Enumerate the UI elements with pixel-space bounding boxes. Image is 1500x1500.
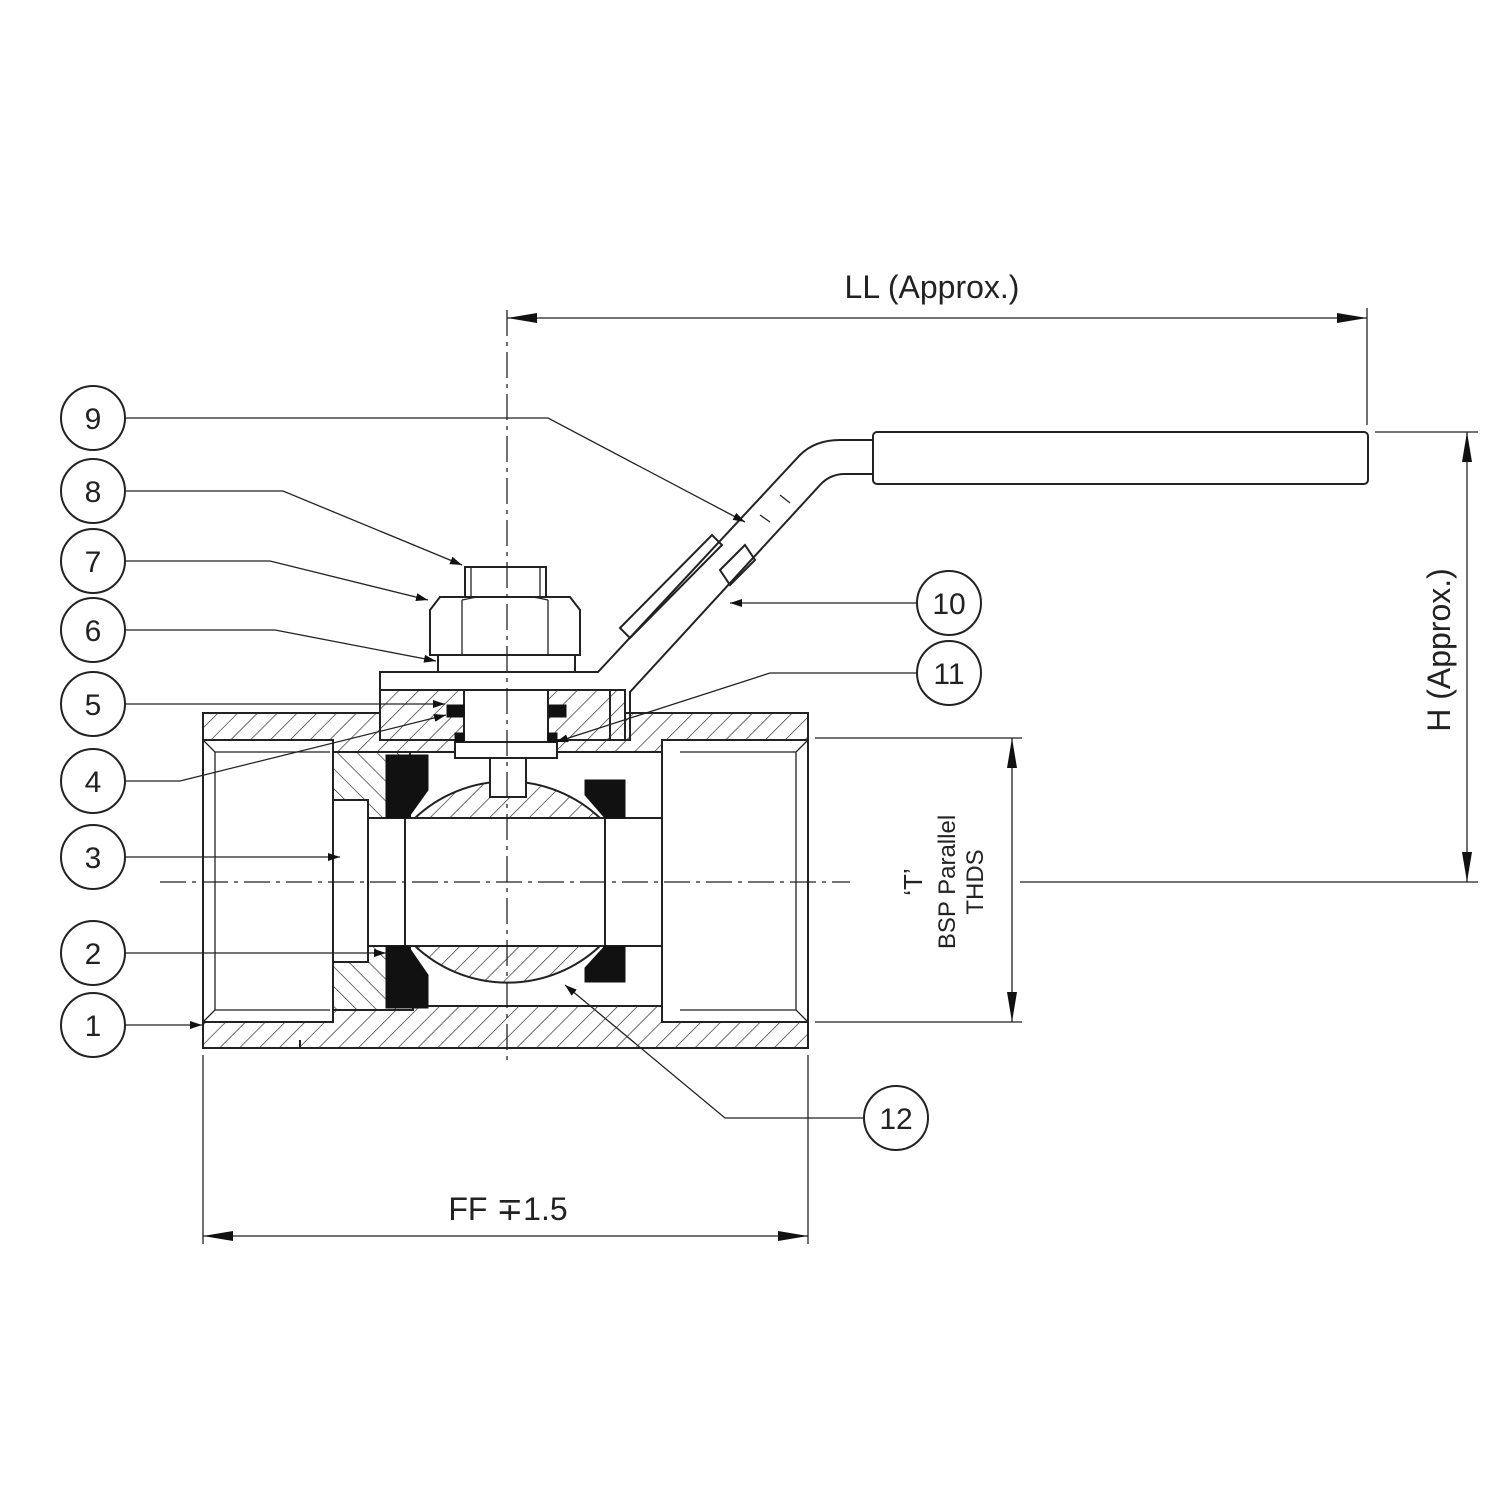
balloon-9: 9 [60, 385, 126, 451]
balloon-10: 10 [916, 570, 982, 636]
dimension-lines [202, 308, 1478, 1244]
balloon-4: 4 [60, 748, 126, 814]
seats [385, 754, 626, 1009]
part-balloons: 1 2 3 4 5 6 7 8 9 10 11 12 [60, 385, 982, 1151]
balloon-2: 2 [60, 920, 126, 986]
stem-assembly [379, 566, 626, 759]
balloon-label: 6 [85, 615, 102, 648]
lever-handle [379, 431, 1369, 741]
balloon-label: 10 [932, 588, 965, 621]
thread-suffix-label: THDS [962, 849, 989, 914]
thread-t-label: ‘T’ [898, 868, 928, 895]
balloon-1: 1 [60, 992, 126, 1058]
balloon-3: 3 [60, 824, 126, 890]
balloon-label: 11 [933, 658, 964, 691]
ll-dimension-label: LL (Approx.) [845, 269, 1020, 305]
balloon-label: 12 [879, 1103, 912, 1136]
balloon-5: 5 [60, 671, 126, 737]
balloon-label: 8 [85, 476, 102, 509]
balloon-label: 7 [85, 546, 102, 579]
balloon-8: 8 [60, 458, 126, 524]
balloon-12: 12 [863, 1085, 929, 1151]
balloon-label: 1 [85, 1010, 102, 1043]
balloon-6: 6 [60, 597, 126, 663]
balloon-label: 2 [85, 938, 102, 971]
balloon-7: 7 [60, 528, 126, 594]
balloon-11: 11 [916, 640, 982, 706]
balloon-label: 9 [85, 403, 102, 436]
thread-type-label: BSP Parallel [934, 815, 961, 949]
h-dimension-label: H (Approx.) [1421, 568, 1457, 732]
balloon-label: 5 [85, 689, 102, 722]
leader-lines [125, 417, 917, 1119]
balloon-label: 3 [85, 842, 102, 875]
ff-dimension-label: FF ∓1.5 [448, 1191, 567, 1227]
balloon-label: 4 [85, 766, 102, 799]
